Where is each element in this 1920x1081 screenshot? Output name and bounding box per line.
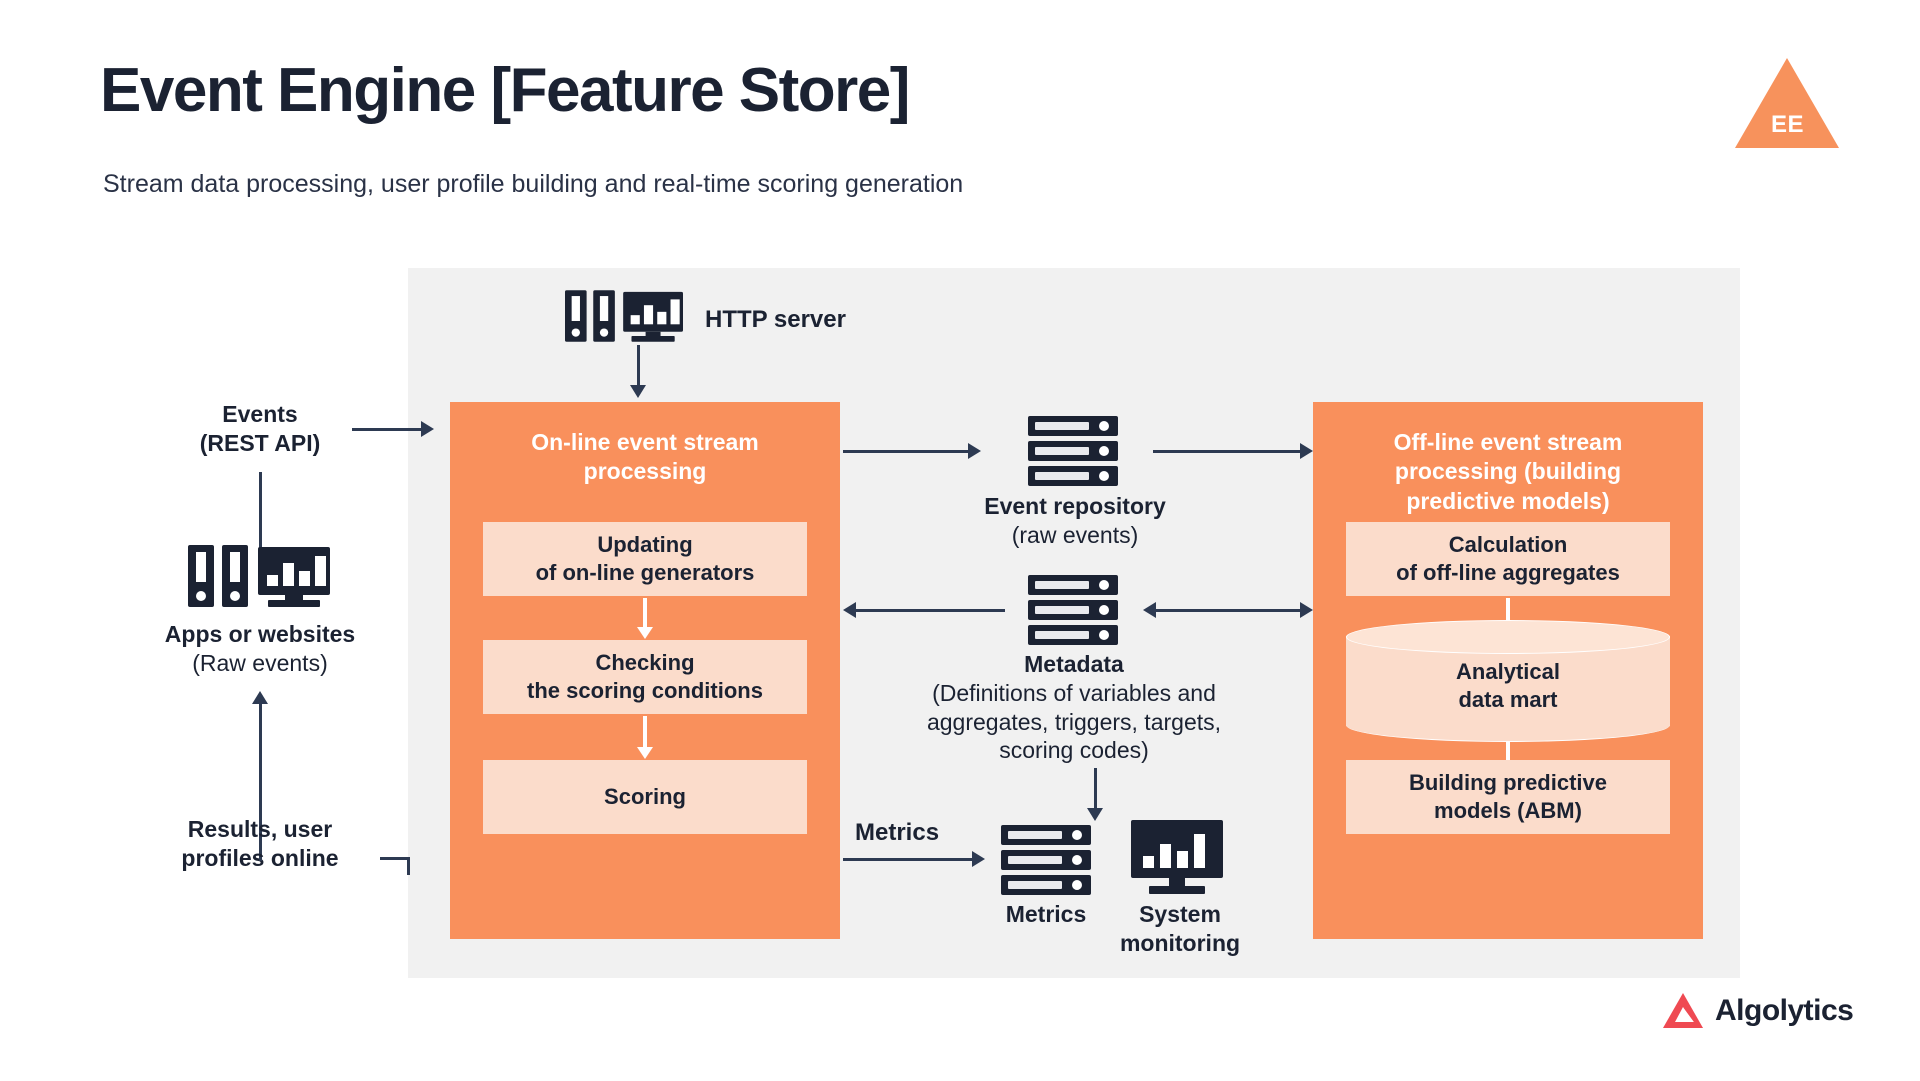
monitoring-arrowhead-icon bbox=[1087, 808, 1103, 821]
results-feedback-line bbox=[259, 700, 262, 860]
metrics-server-rack-icon bbox=[1001, 825, 1091, 895]
apps-to-events-line bbox=[259, 472, 262, 558]
metadata-to-monitoring-line bbox=[1094, 768, 1097, 810]
online-step2-to-step3-arrow bbox=[637, 716, 653, 759]
events-arrowhead-icon bbox=[421, 421, 434, 437]
scoring-to-results-v-line bbox=[407, 857, 410, 875]
updating-generators-box[interactable]: Updating of on-line generators bbox=[483, 522, 807, 596]
offline-in-arrowhead-icon bbox=[1300, 443, 1313, 459]
metadata-right-arrowhead-icon bbox=[1300, 602, 1313, 618]
results-join-line bbox=[259, 857, 262, 861]
http-server-label: HTTP server bbox=[705, 306, 846, 333]
results-arrowhead-icon bbox=[252, 691, 268, 704]
repository-to-offline-line bbox=[1153, 450, 1307, 453]
metadata-to-offline-line bbox=[1155, 609, 1303, 612]
offline-processing-box: Off-line event stream processing (buildi… bbox=[1313, 402, 1703, 939]
page-subtitle: Stream data processing, user profile bui… bbox=[103, 170, 964, 198]
metadata-right-left-arrowhead-icon bbox=[1143, 602, 1156, 618]
metadata-to-online-line bbox=[855, 609, 1005, 612]
arrowhead-icon bbox=[637, 747, 653, 759]
online-step1-to-step2-arrow bbox=[637, 598, 653, 639]
cylinder-database-icon[interactable]: Analytical data mart bbox=[1346, 620, 1670, 742]
ee-badge-label: EE bbox=[1770, 111, 1804, 138]
events-label: Events (REST API) bbox=[199, 401, 321, 456]
online-to-repository-line bbox=[843, 450, 971, 453]
ee-badge: EE bbox=[1735, 58, 1840, 148]
metrics-arrowhead-icon bbox=[972, 851, 985, 867]
server-rack-icon bbox=[1028, 416, 1118, 486]
online-processing-title: On-line event stream processing bbox=[531, 429, 759, 485]
brand-name: Algolytics bbox=[1715, 994, 1854, 1027]
scoring-to-results-h-line bbox=[380, 857, 410, 860]
server-rack-icon bbox=[1028, 575, 1118, 645]
checking-scoring-conditions-box[interactable]: Checking the scoring conditions bbox=[483, 640, 807, 714]
monitor-chart-icon bbox=[1131, 820, 1223, 894]
analytical-data-mart-label: Analytical data mart bbox=[1456, 659, 1560, 712]
page-title: Event Engine [Feature Store] bbox=[100, 56, 910, 125]
metrics-edge-label: Metrics bbox=[855, 819, 940, 846]
metadata-label: Metadata (Definitions of variables and a… bbox=[926, 651, 1222, 764]
brand-logo: Algolytics bbox=[1663, 993, 1854, 1029]
http-to-online-line bbox=[637, 345, 640, 387]
event-repository-label: Event repository (raw events) bbox=[984, 493, 1166, 548]
apps-or-websites-label: Apps or websites (Raw events) bbox=[164, 621, 356, 676]
system-monitoring-label: System monitoring bbox=[1119, 901, 1241, 956]
metrics-label: Metrics bbox=[1005, 901, 1087, 927]
scoring-box[interactable]: Scoring bbox=[483, 760, 807, 834]
building-predictive-models-box[interactable]: Building predictive models (ABM) bbox=[1346, 760, 1670, 834]
algolytics-triangle-logo-icon bbox=[1663, 993, 1703, 1029]
arrowhead-icon bbox=[637, 627, 653, 639]
events-connector-line bbox=[352, 428, 424, 431]
http-arrowhead-icon bbox=[630, 385, 646, 398]
server-and-monitor-icon bbox=[188, 545, 330, 607]
triangle-icon bbox=[1735, 58, 1839, 148]
results-label: Results, user profiles online bbox=[181, 816, 339, 871]
repository-in-arrowhead-icon bbox=[968, 443, 981, 459]
calculation-offline-aggregates-box[interactable]: Calculation of off-line aggregates bbox=[1346, 522, 1670, 596]
metadata-left-arrowhead-icon bbox=[843, 602, 856, 618]
http-server-icon bbox=[565, 290, 683, 342]
offline-processing-title: Off-line event stream processing (buildi… bbox=[1393, 429, 1623, 514]
online-processing-box: On-line event stream processing Updating… bbox=[450, 402, 840, 939]
cylinder-top bbox=[1346, 620, 1670, 654]
scoring-to-metrics-line bbox=[843, 858, 975, 861]
cylinder-bottom bbox=[1346, 708, 1670, 742]
